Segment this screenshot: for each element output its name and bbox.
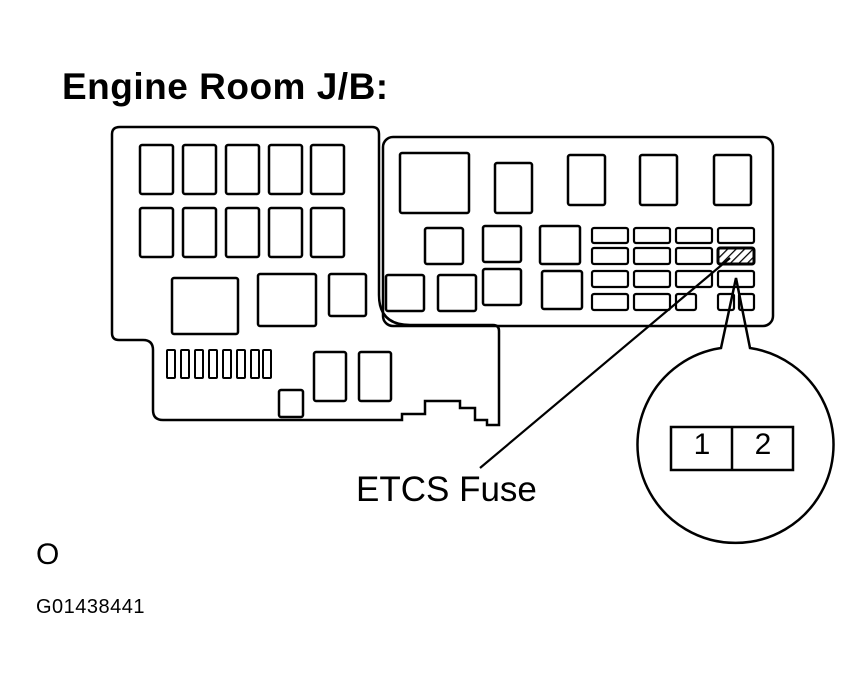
- right-block-outline: [381, 135, 775, 328]
- etcs-fuse-label: ETCS Fuse: [356, 470, 537, 509]
- connector-callout-circle: [636, 277, 835, 545]
- right-block-fuse-matrix: [590, 226, 756, 312]
- left-block-fuse-row-2: [138, 206, 346, 259]
- diagram-title: Engine Room J/B:: [62, 66, 389, 107]
- left-block-lower-components: [277, 350, 393, 419]
- right-block-top-components: [398, 151, 753, 215]
- left-block-relays: [170, 272, 368, 336]
- view-letter: O: [36, 538, 60, 571]
- right-block-relays: [384, 224, 584, 313]
- etcs-fuse-leader-line: [479, 257, 731, 469]
- figure-code: G01438441: [36, 596, 146, 618]
- left-block-outline: [110, 125, 501, 427]
- left-block-mini-fuse-strip: [166, 349, 272, 379]
- connector-pin-1: 1: [693, 428, 711, 461]
- connector-pin-2: 2: [754, 428, 772, 461]
- etcs-fuse-highlighted: [716, 246, 756, 266]
- left-block-fuse-row-1: [138, 143, 346, 196]
